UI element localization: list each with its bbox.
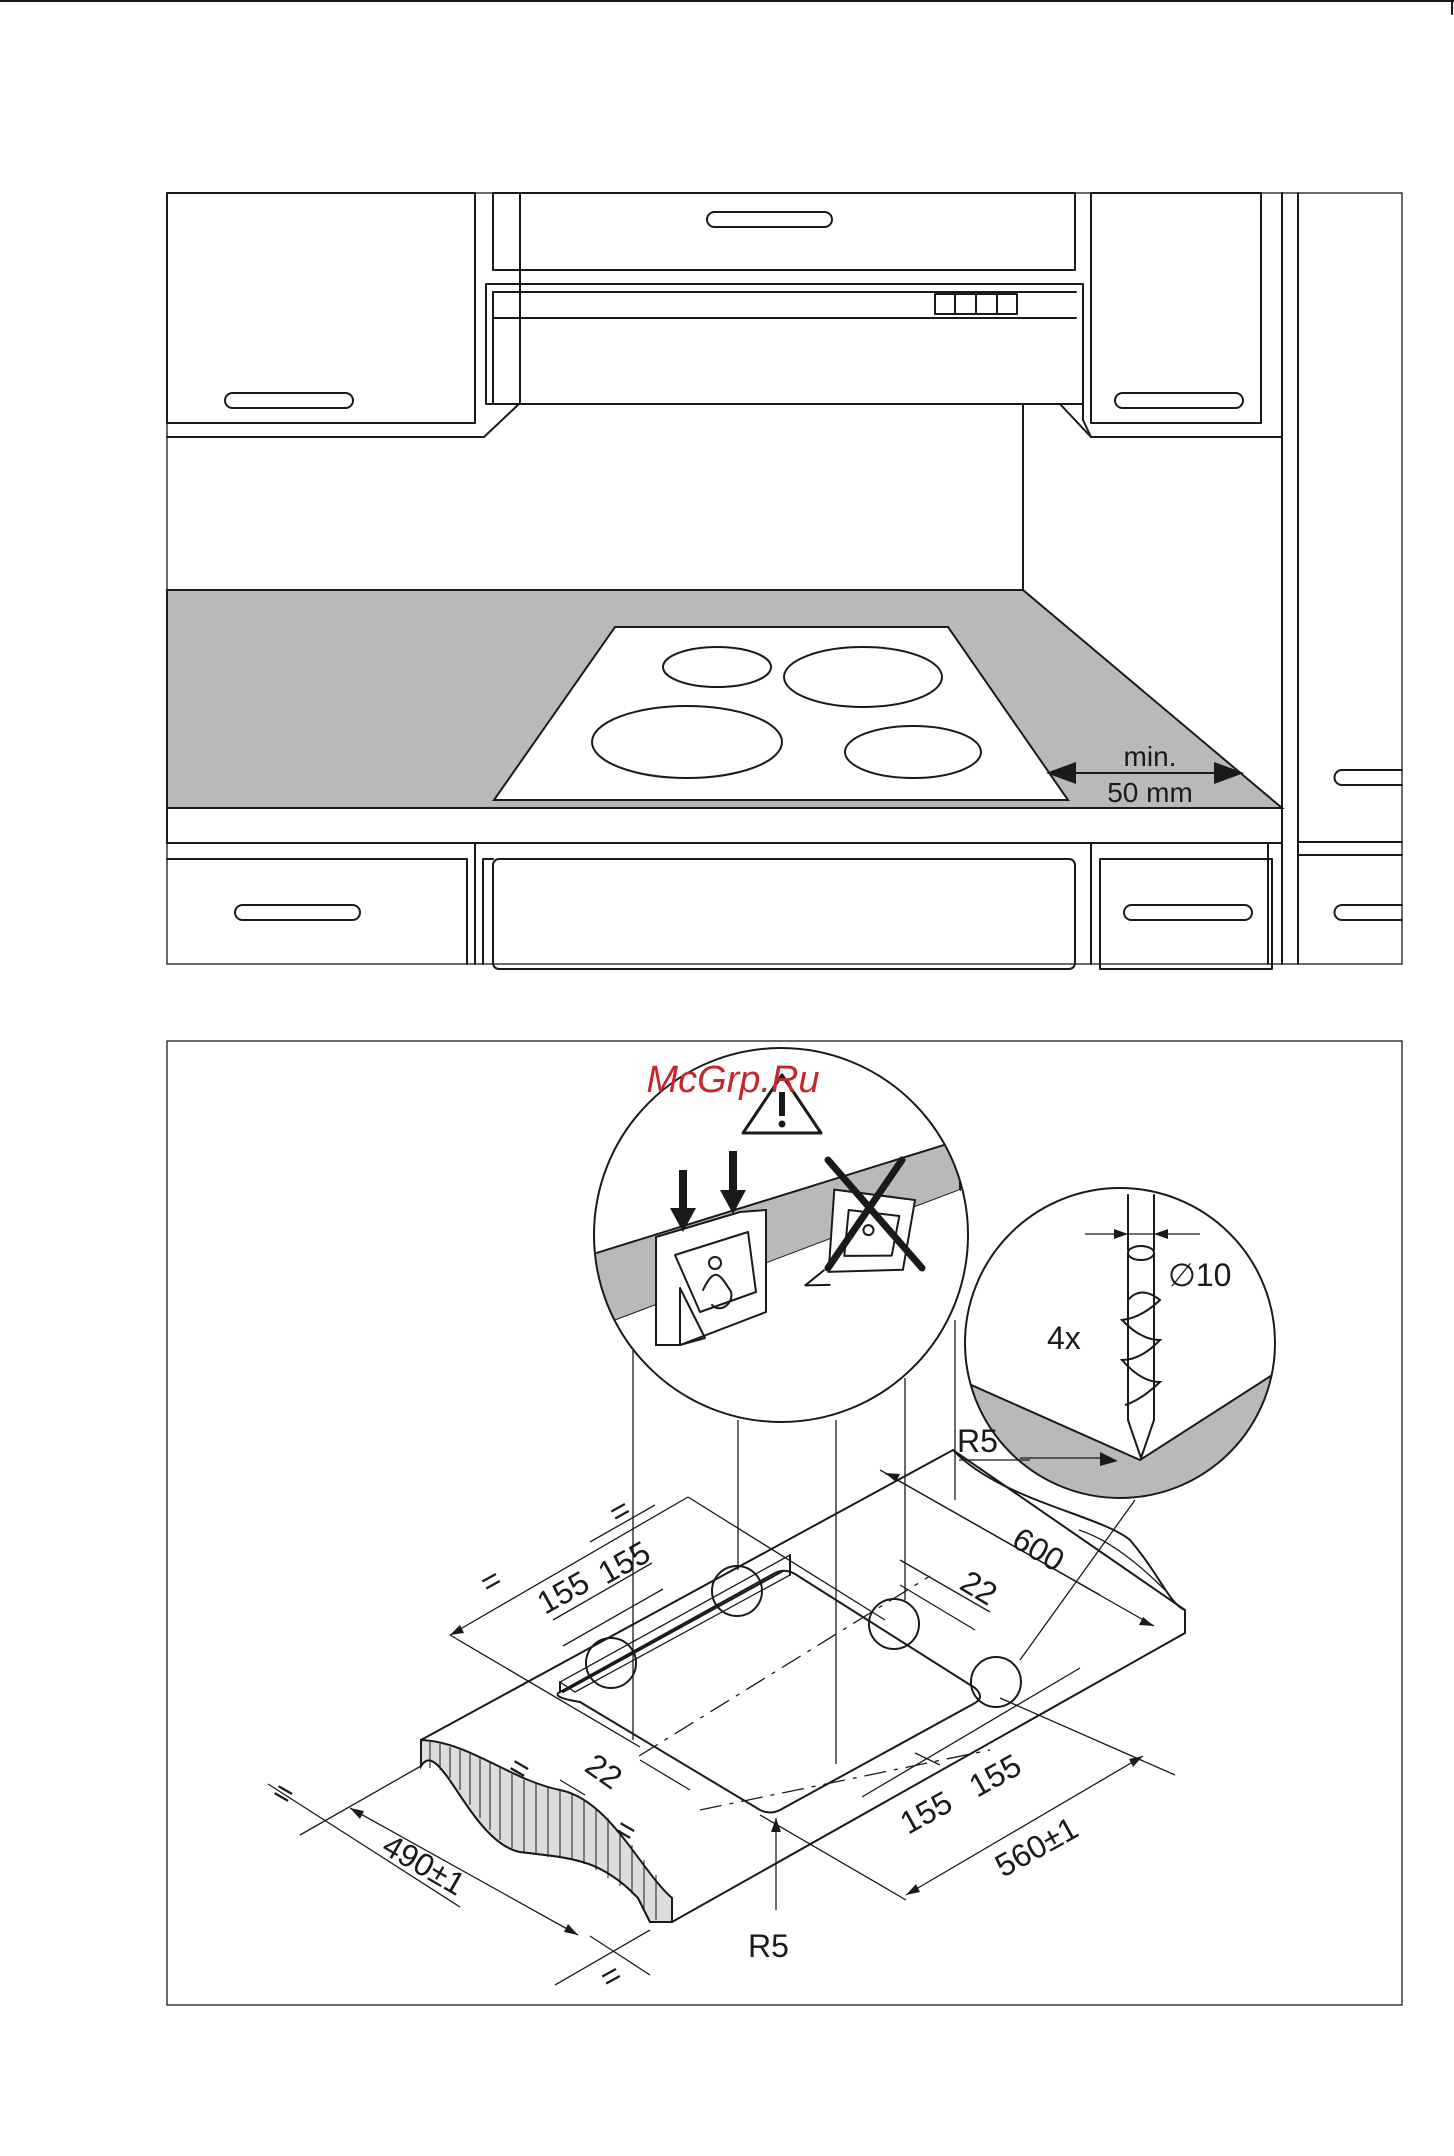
dim-cutout-depth: 490±1 bbox=[377, 1827, 472, 1903]
equal-sign: = bbox=[603, 1491, 637, 1532]
extractor-hood bbox=[486, 284, 1083, 404]
cabinet-handle bbox=[225, 393, 353, 408]
radius-bottom: R5 bbox=[748, 1928, 789, 1964]
upper-left-cabinet bbox=[167, 193, 520, 437]
clearance-value: 50 mm bbox=[1107, 777, 1193, 808]
dim-cutout-width: 560±1 bbox=[989, 1810, 1084, 1885]
cabinet-handle bbox=[707, 212, 832, 227]
clip-detail: McGrp.Ru bbox=[590, 1048, 968, 1430]
clearance-label: min. bbox=[1124, 741, 1177, 772]
equal-sign: = bbox=[594, 1956, 628, 1997]
worktop-front-edge bbox=[167, 808, 1282, 843]
cabinet-handle bbox=[235, 905, 360, 920]
cabinet-handle bbox=[1124, 905, 1252, 920]
screw-count: 4x bbox=[1047, 1320, 1081, 1356]
screw-detail: ∅10 4x R5 bbox=[957, 1188, 1280, 1520]
kitchen-frame bbox=[167, 193, 1402, 964]
cabinet-handle bbox=[1335, 905, 1402, 920]
equal-sign: = bbox=[474, 1561, 508, 1602]
kitchen-illustration: min. 50 mm bbox=[167, 193, 1402, 969]
cutout-diagram: 600 22 155 155 155 155 560±1 490±1 22 R5… bbox=[167, 1041, 1402, 2005]
tall-cabinet bbox=[1282, 193, 1402, 964]
dim-clip-top-1: 155 bbox=[531, 1564, 595, 1621]
upper-right-cabinet bbox=[1060, 193, 1282, 437]
screw-diameter: ∅10 bbox=[1168, 1257, 1231, 1293]
watermark: McGrp.Ru bbox=[646, 1059, 819, 1101]
cabinet-handle bbox=[1115, 393, 1243, 408]
upper-middle-cabinet bbox=[493, 193, 1075, 270]
cabinet-handle bbox=[1335, 770, 1402, 785]
dim-clip-top-2: 155 bbox=[592, 1534, 656, 1591]
equal-sign: = bbox=[267, 1773, 301, 1814]
dim-clip-bottom-2: 155 bbox=[963, 1747, 1027, 1804]
radius-top: R5 bbox=[957, 1423, 998, 1459]
lower-cabinets bbox=[167, 843, 1282, 969]
